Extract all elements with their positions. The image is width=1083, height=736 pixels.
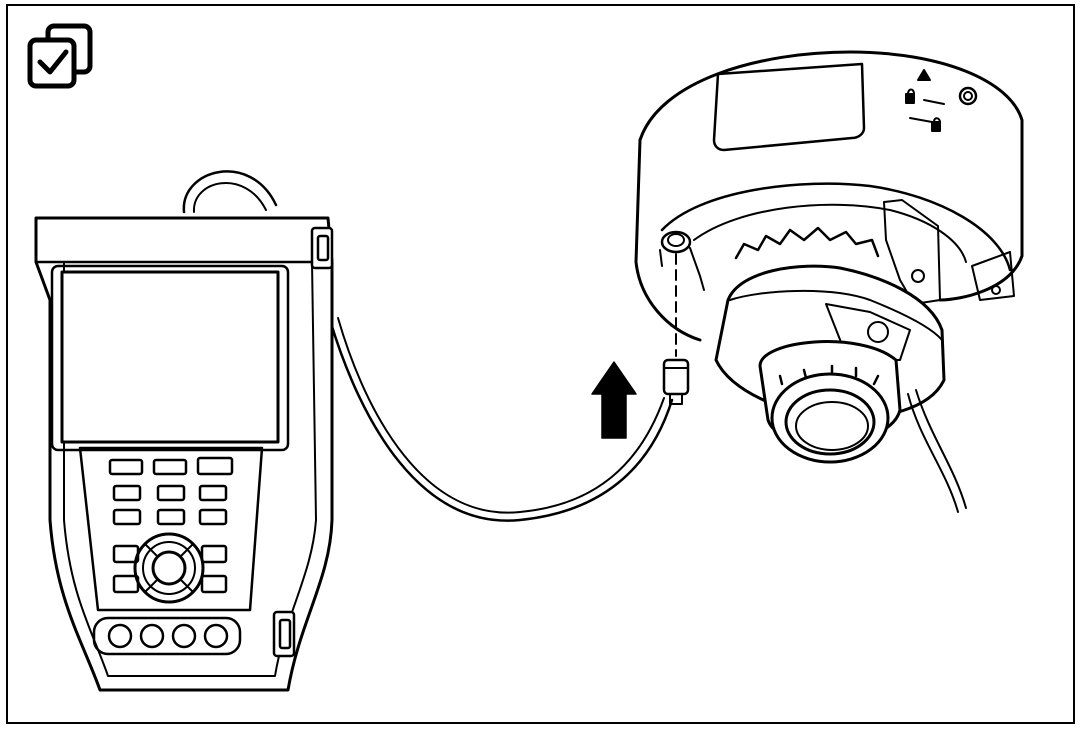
camera-cable [907,389,967,513]
key-r1-3 [198,484,228,502]
tester-screen [60,270,280,444]
bottom-button-bar [92,616,242,656]
round-button-3 [171,623,197,649]
lens-ticks [778,364,880,386]
key-right-top [200,544,228,564]
tester-screen-bezel [50,264,290,452]
focus-gear [734,226,880,260]
key-right-bottom [200,574,228,594]
dome-camera [634,50,1024,513]
lens-inner [784,388,876,456]
key-r2-1 [112,508,142,526]
camera-housing-side [634,138,702,342]
cctv-tester-device [34,216,334,692]
soft-key-1 [108,458,144,476]
soft-key-2 [152,458,188,476]
camera-base-ring-inner [693,203,967,263]
direction-pad [133,532,205,604]
housing-label-plate [712,62,866,152]
lens-glass [795,401,869,451]
cable-plug [662,358,690,405]
bracket-screw [911,269,925,283]
lens-outer [770,372,890,464]
strap-clip-top-inner [316,234,330,262]
mount-bracket-right [883,199,941,305]
key-r1-2 [156,484,186,502]
test-cable [182,170,674,522]
mount-tab-right [971,251,1015,301]
soft-key-3 [196,456,234,476]
tester-inner-outline [51,261,317,677]
camera-housing-top [638,50,1024,302]
housing-screw [958,86,978,106]
checked-copy-icon [27,23,93,89]
key-r1-1 [112,484,142,502]
key-r2-2 [156,508,186,526]
round-button-2 [139,623,165,649]
upward-arrow [591,361,637,439]
round-button-1 [107,623,133,649]
round-button-4 [203,623,229,649]
keypad-panel [78,446,264,612]
camera-gimbal-top [729,289,943,341]
key-r2-3 [198,508,228,526]
lock-markings [905,69,945,132]
strap-clip-bottom-inner [278,618,292,650]
camera-base-ring [660,182,1012,272]
video-out-port [659,230,705,291]
test-cable-inner [192,182,665,514]
